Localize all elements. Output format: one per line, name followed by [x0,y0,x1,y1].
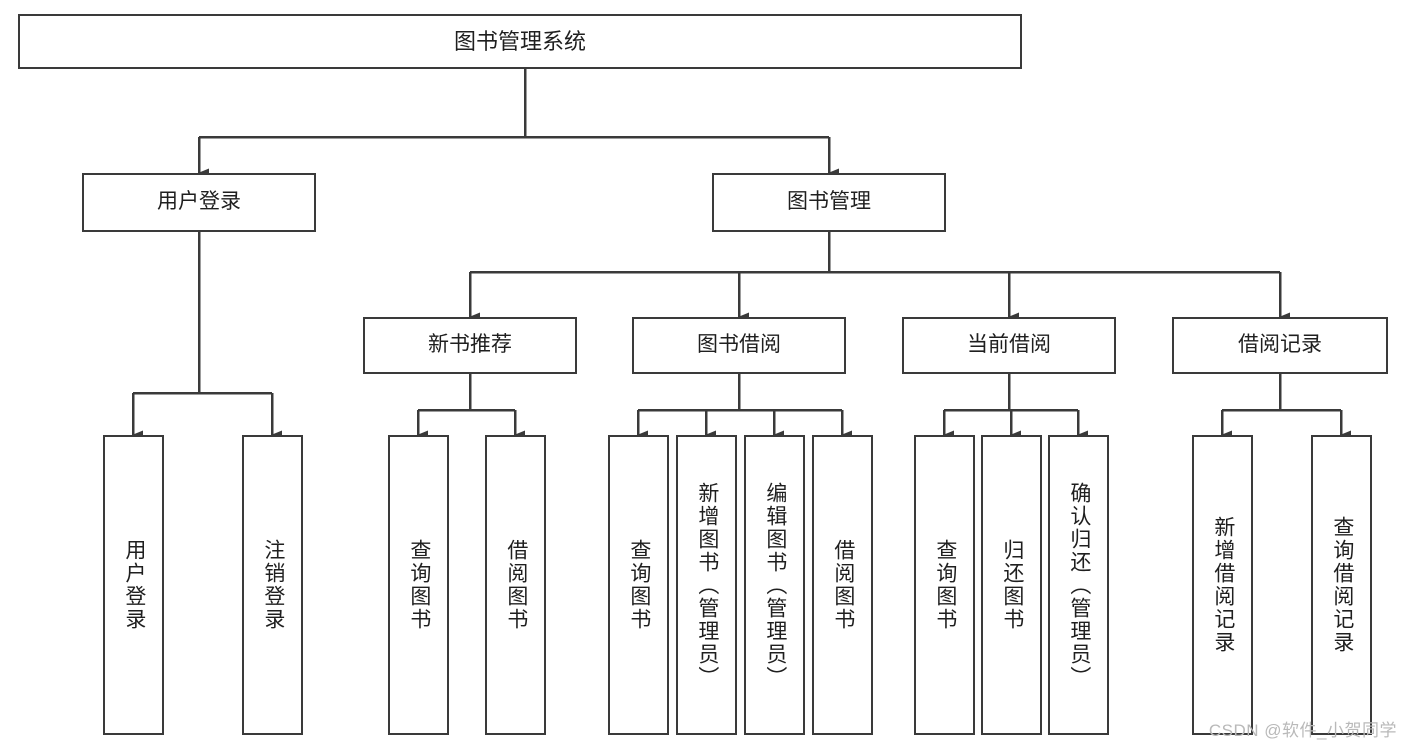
node-label-leaf-query-book-recommend: 查询图书 [407,539,431,631]
node-label-leaf-query-book-current: 查询图书 [933,539,957,631]
node-label-leaf-query-borrow-record: 查询借阅记录 [1330,516,1354,654]
node-leaf-query-book-borrow[interactable]: 查询图书 [608,435,669,735]
node-label-book-borrow: 图书借阅 [697,333,781,357]
node-leaf-query-book-recommend[interactable]: 查询图书 [388,435,449,735]
edge-group [131,69,1351,440]
node-root[interactable]: 图书管理系统 [18,14,1022,69]
node-leaf-confirm-return[interactable]: 确认归还（管理员） [1048,435,1109,735]
node-label-leaf-edit-book: 编辑图书（管理员） [763,481,787,689]
node-label-leaf-return-book: 归还图书 [1000,539,1024,631]
node-leaf-borrow-book-recommend[interactable]: 借阅图书 [485,435,546,735]
node-leaf-query-borrow-record[interactable]: 查询借阅记录 [1311,435,1372,735]
node-label-leaf-borrow-book-recommend: 借阅图书 [504,539,528,631]
node-label-leaf-borrow-book: 借阅图书 [831,539,855,631]
node-label-user-login: 用户登录 [157,190,241,214]
watermark-label: CSDN @软件_小贺同学 [1208,721,1397,740]
node-label-new-book-recommend: 新书推荐 [428,333,512,357]
node-borrow-record[interactable]: 借阅记录 [1172,317,1388,374]
node-label-leaf-logout: 注销登录 [261,539,285,631]
node-label-borrow-record: 借阅记录 [1238,333,1322,357]
node-leaf-edit-book[interactable]: 编辑图书（管理员） [744,435,805,735]
node-label-current-borrow: 当前借阅 [967,333,1051,357]
node-label-leaf-confirm-return: 确认归还（管理员） [1067,481,1091,689]
node-leaf-add-book[interactable]: 新增图书（管理员） [676,435,737,735]
node-book-management[interactable]: 图书管理 [712,173,946,232]
node-leaf-borrow-book[interactable]: 借阅图书 [812,435,873,735]
node-user-login[interactable]: 用户登录 [82,173,316,232]
node-label-book-management: 图书管理 [787,190,871,214]
node-current-borrow[interactable]: 当前借阅 [902,317,1116,374]
node-book-borrow[interactable]: 图书借阅 [632,317,846,374]
node-label-root: 图书管理系统 [453,28,586,54]
node-label-leaf-add-book: 新增图书（管理员） [695,481,719,689]
node-label-leaf-user-login: 用户登录 [122,539,146,631]
node-leaf-user-login[interactable]: 用户登录 [103,435,164,735]
node-label-leaf-add-borrow-record: 新增借阅记录 [1211,516,1235,654]
node-label-leaf-query-book-borrow: 查询图书 [627,539,651,631]
node-leaf-return-book[interactable]: 归还图书 [981,435,1042,735]
node-leaf-query-book-current[interactable]: 查询图书 [914,435,975,735]
node-leaf-add-borrow-record[interactable]: 新增借阅记录 [1192,435,1253,735]
node-new-book-recommend[interactable]: 新书推荐 [363,317,577,374]
node-leaf-logout[interactable]: 注销登录 [242,435,303,735]
